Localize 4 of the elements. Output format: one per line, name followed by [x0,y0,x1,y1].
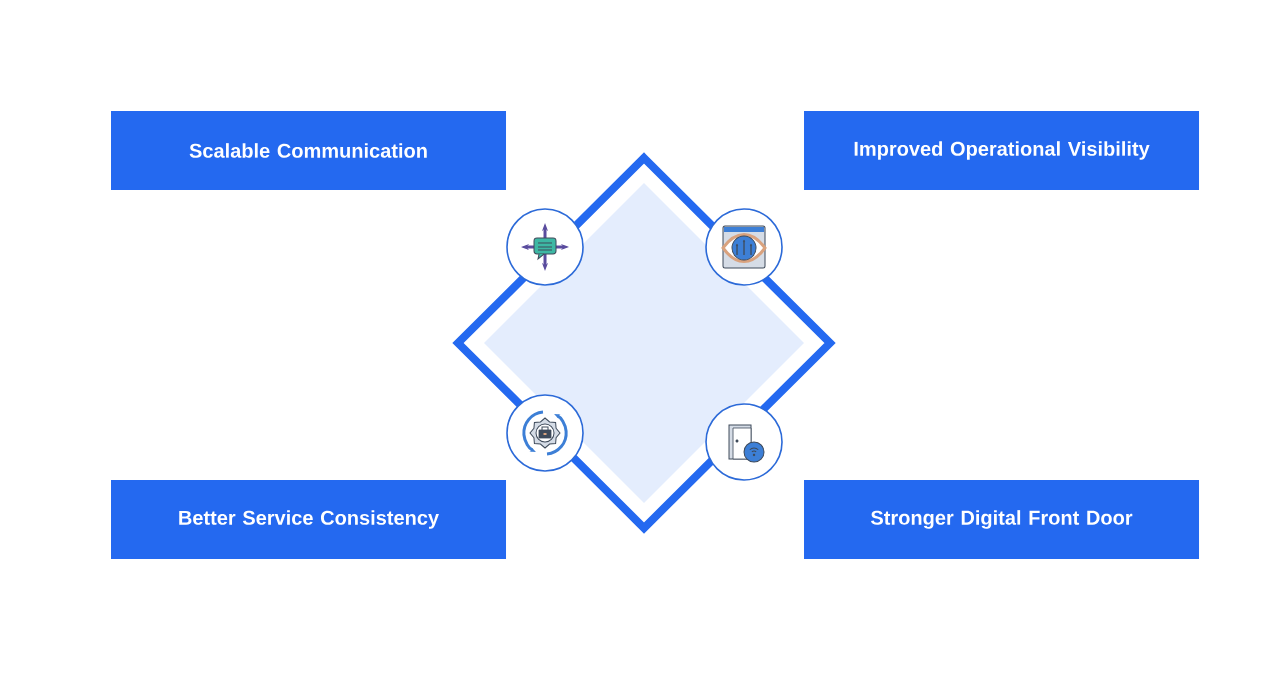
label-box: Improved Operational Visibility [804,111,1199,190]
label-box: Stronger Digital Front Door [804,480,1199,559]
label-box: Better Service Consistency [111,480,506,559]
label-box: Scalable Communication [111,111,506,190]
